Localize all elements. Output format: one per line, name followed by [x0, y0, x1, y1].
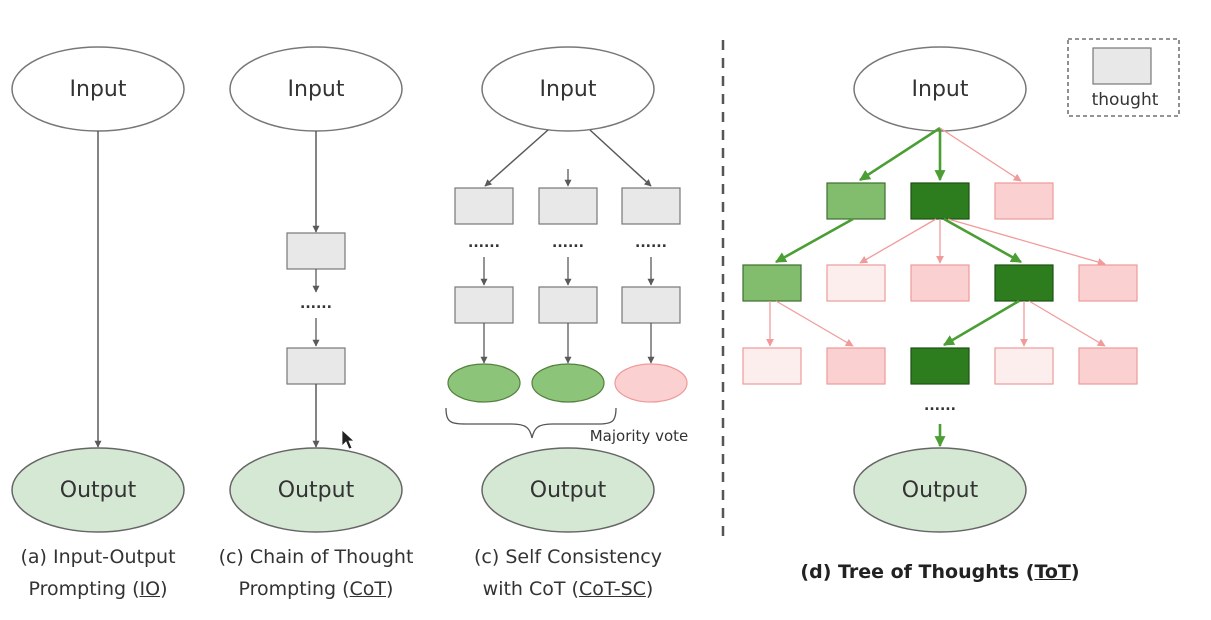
cotsc-answer-2 — [531, 363, 605, 403]
caption-cot-abbr: CoT — [349, 578, 387, 600]
cotsc-thought-3b — [621, 286, 681, 324]
tot-node-l2-5 — [1078, 264, 1138, 302]
cotsc-thought-2a — [538, 187, 598, 225]
cot-ellipsis: ...... — [300, 296, 332, 312]
tot-node-l3-5 — [1078, 347, 1138, 385]
cotsc-ellipsis-3: ...... — [635, 235, 667, 251]
tot-node-l2-3 — [910, 264, 970, 302]
caption-tot-suffix: ) — [1070, 561, 1080, 583]
cotsc-output-label: Output — [530, 478, 607, 503]
cotsc-output-node — [481, 447, 655, 533]
cotsc-ellipsis-1: ...... — [468, 235, 500, 251]
caption-cot: (c) Chain of Thought Prompting (CoT) — [196, 541, 436, 605]
legend-box — [1067, 38, 1180, 117]
tot-diagram: thought Input ..... — [742, 38, 1180, 533]
caption-tot-abbr: ToT — [1034, 561, 1071, 583]
majority-vote-brace — [445, 407, 617, 439]
caption-cotsc-abbr: CoT-SC — [578, 578, 646, 600]
cotsc-answer-1 — [447, 363, 521, 403]
cotsc-answer-3 — [614, 363, 688, 403]
cotsc-diagram: Input ...... ...... ...... Majority vote… — [445, 46, 689, 533]
cot-thought-2 — [286, 347, 346, 385]
cot-input-label: Input — [288, 77, 345, 102]
caption-io-suffix: ) — [160, 578, 168, 600]
caption-cotsc: (c) Self Consistency with CoT (CoT-SC) — [448, 541, 688, 605]
caption-io-prefix: Prompting ( — [28, 578, 140, 600]
tot-node-l3-4 — [994, 347, 1054, 385]
tot-node-l1-1 — [826, 182, 886, 220]
tot-output-node — [853, 447, 1027, 533]
caption-io: (a) Input-Output Prompting (IO) — [0, 541, 196, 605]
tot-node-l2-4 — [994, 264, 1054, 302]
majority-vote-label: Majority vote — [590, 427, 689, 445]
caption-cotsc-line2: with CoT (CoT-SC) — [448, 573, 688, 605]
legend-thought-label: thought — [1092, 90, 1159, 110]
caption-io-line1: (a) Input-Output — [20, 546, 176, 568]
tot-edge-l1-right — [939, 127, 1022, 182]
legend-thought-swatch — [1092, 47, 1152, 85]
cotsc-ellipsis-2: ...... — [552, 235, 584, 251]
io-input-label: Input — [70, 77, 127, 102]
tot-node-l3-3 — [910, 347, 970, 385]
tot-edge-l2-d — [943, 217, 1022, 264]
tot-output-label: Output — [902, 478, 979, 503]
tot-edge-l2-a — [775, 217, 854, 264]
caption-cotsc-suffix: ) — [645, 578, 654, 600]
cot-diagram: Input ...... Output — [229, 46, 403, 533]
cotsc-thought-2b — [538, 286, 598, 324]
tot-edge-l2-e — [947, 218, 1106, 266]
cot-output-node — [229, 447, 403, 533]
cot-output-label: Output — [278, 478, 355, 503]
caption-cot-line1: (c) Chain of Thought — [218, 546, 414, 568]
caption-cotsc-prefix: with CoT ( — [482, 578, 579, 600]
caption-cot-prefix: Prompting ( — [238, 578, 350, 600]
tot-node-l1-2 — [910, 182, 970, 220]
caption-cot-suffix: ) — [386, 578, 394, 600]
caption-cot-line2: Prompting (CoT) — [196, 573, 436, 605]
tot-edge-l3-c — [943, 299, 1020, 347]
cotsc-edge-right — [589, 129, 652, 187]
tot-node-l2-1 — [742, 264, 802, 302]
caption-io-line2: Prompting (IO) — [0, 573, 196, 605]
cotsc-thought-1b — [454, 286, 514, 324]
io-output-node — [11, 447, 185, 533]
io-output-label: Output — [60, 478, 137, 503]
cotsc-input-label: Input — [540, 77, 597, 102]
cot-thought-1 — [286, 232, 346, 270]
tot-edge-l3-b — [775, 300, 854, 347]
tot-node-l3-1 — [742, 347, 802, 385]
tot-edge-l1-left — [859, 126, 941, 182]
tot-node-l1-3 — [994, 182, 1054, 220]
tot-edge-l3-e — [1028, 300, 1106, 347]
cotsc-edge-left — [484, 129, 549, 187]
tot-node-l3-2 — [826, 347, 886, 385]
caption-cotsc-line1: (c) Self Consistency — [474, 546, 662, 568]
cotsc-input-node — [481, 46, 655, 132]
cotsc-thought-3a — [621, 187, 681, 225]
caption-io-abbr: IO — [139, 578, 161, 600]
tot-ellipsis: ...... — [924, 398, 956, 414]
caption-tot-prefix: (d) Tree of Thoughts ( — [800, 561, 1035, 583]
cotsc-thought-1a — [454, 187, 514, 225]
caption-tot: (d) Tree of Thoughts (ToT) — [760, 556, 1120, 588]
cursor-icon — [341, 429, 356, 450]
tot-input-label: Input — [912, 77, 969, 102]
io-diagram: Input Output — [11, 46, 185, 533]
tot-edge-l2-b — [859, 218, 937, 264]
tot-node-l2-2 — [826, 264, 886, 302]
